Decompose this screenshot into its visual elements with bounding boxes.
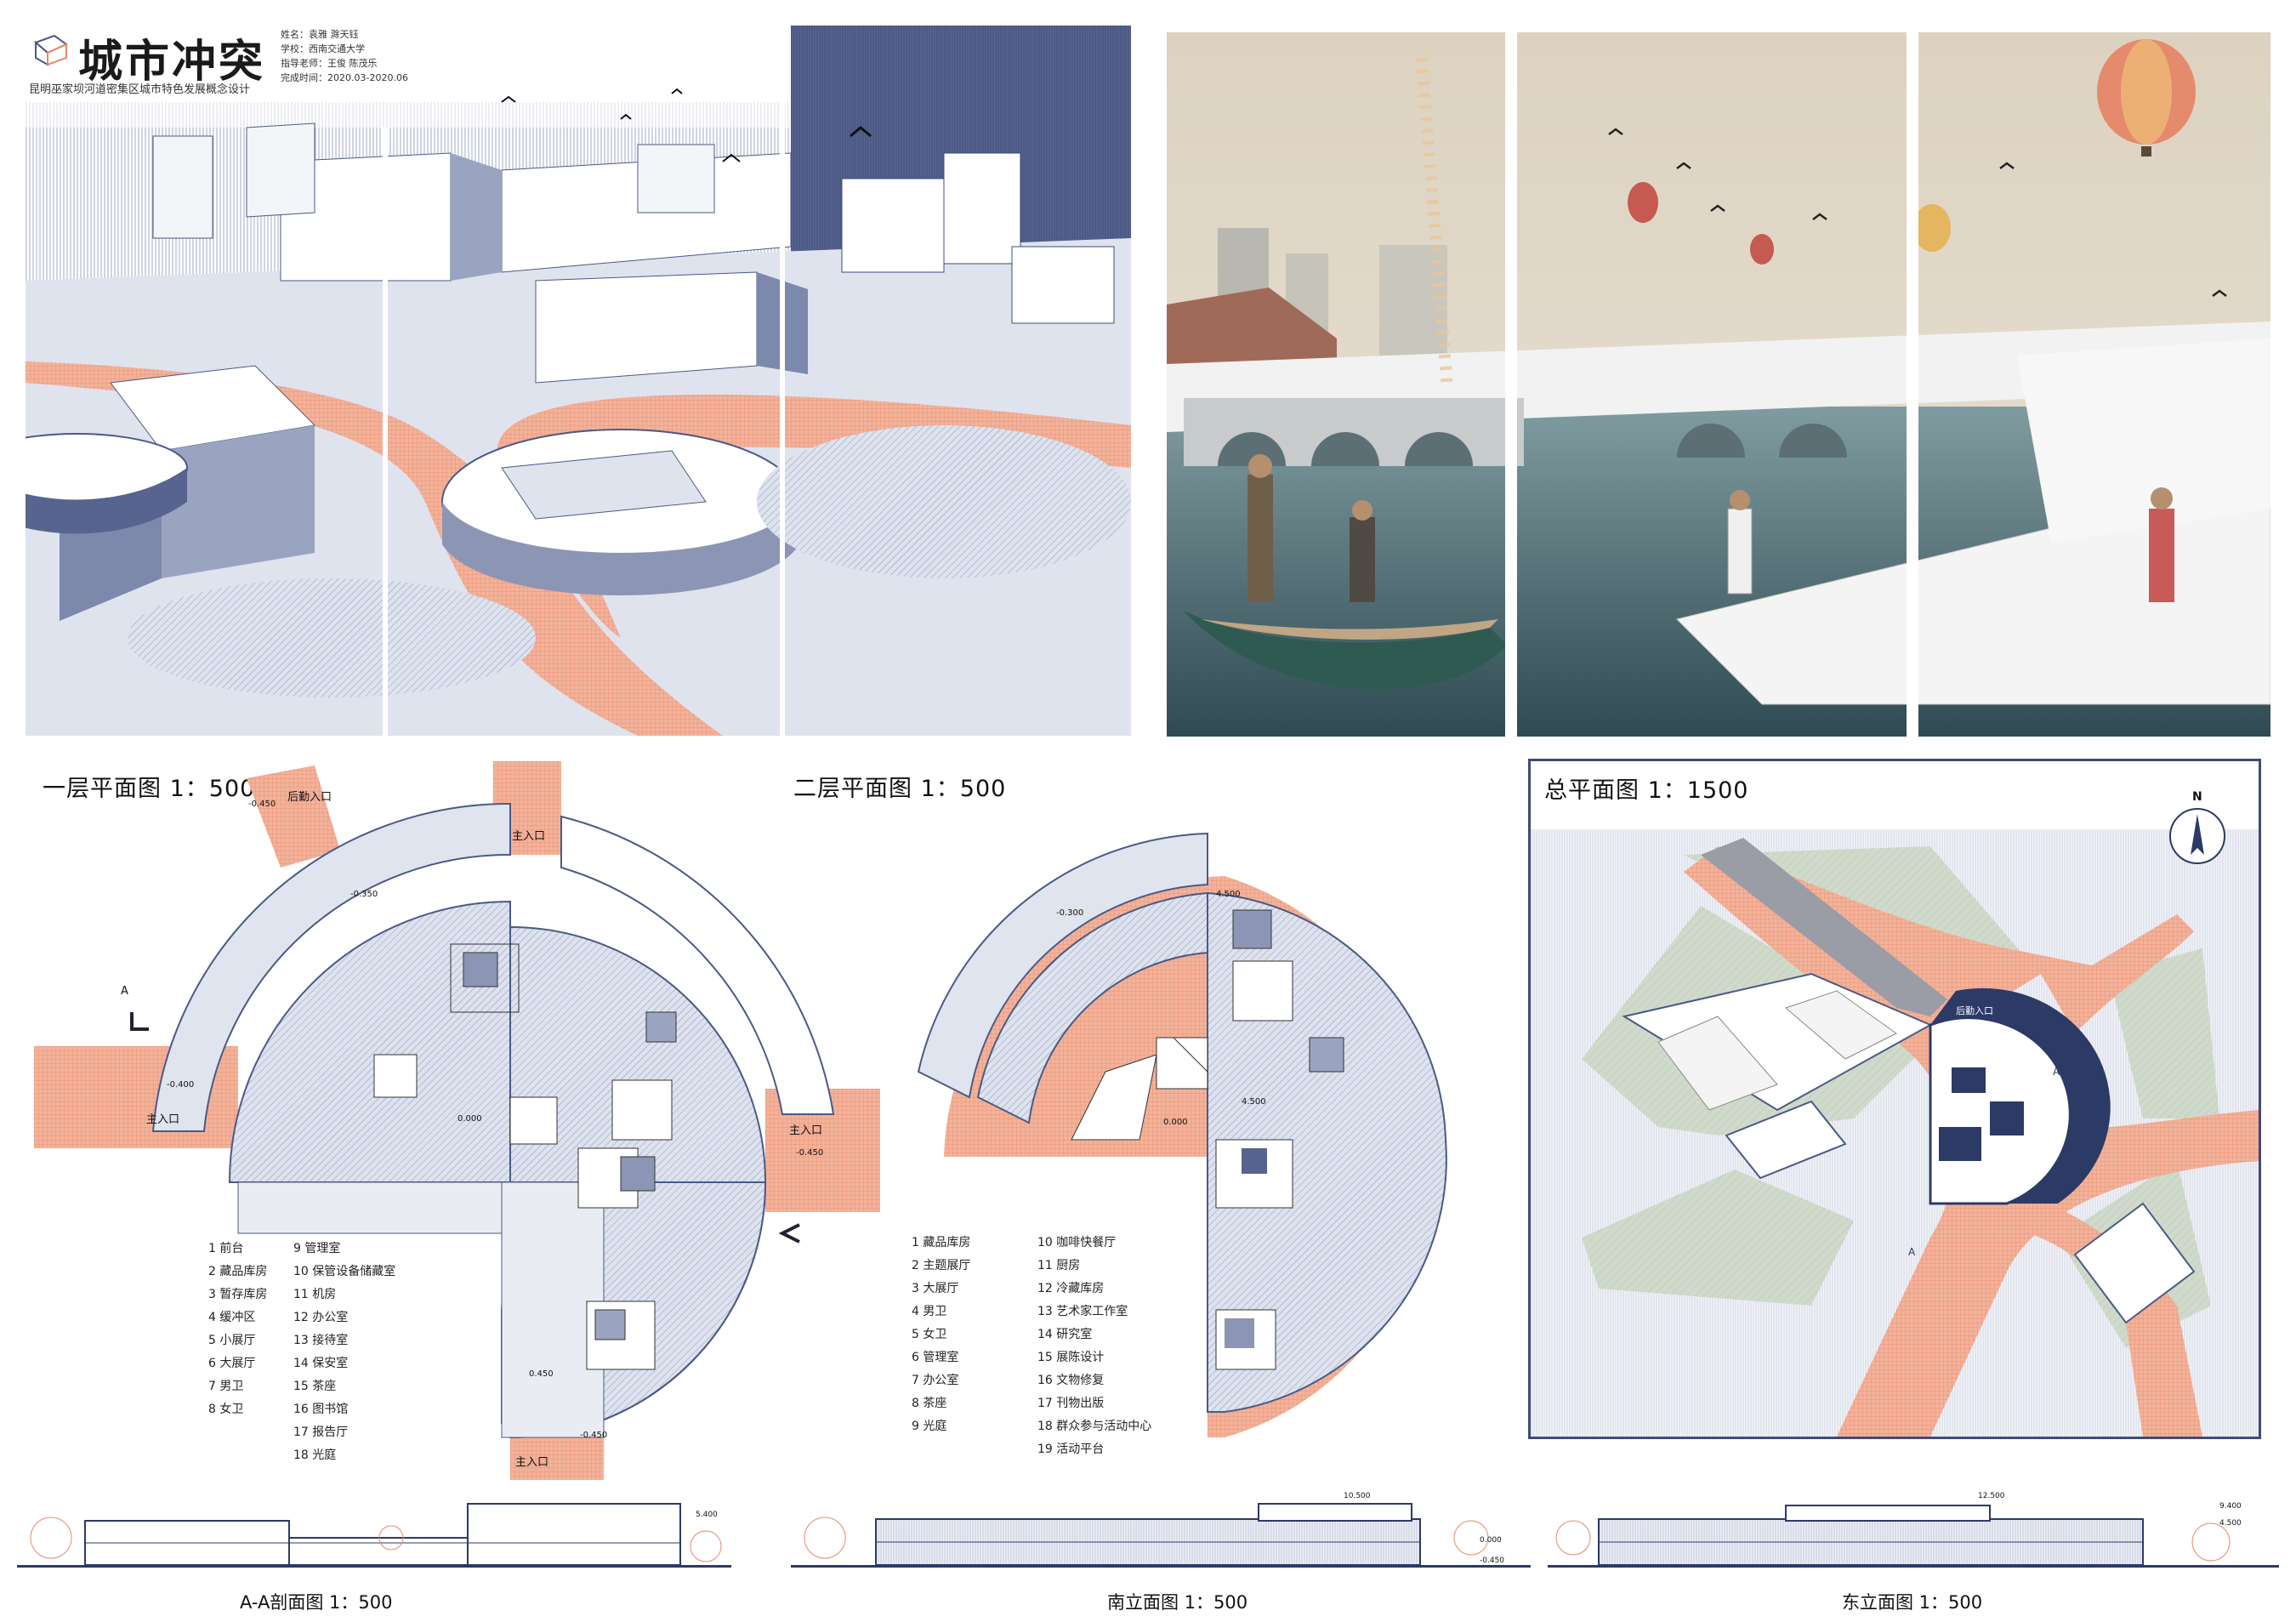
legend-item: 3 暂存库房 <box>208 1288 268 1301</box>
legend-item: 19 活动平台 <box>1037 1443 1105 1456</box>
site-plan-frame: 总平面图 1：1500 N 后勤入口 A A <box>1528 759 2261 1439</box>
meta-label: 指导老师 <box>281 58 318 69</box>
north-label: N <box>2192 790 2202 804</box>
legend-item: 6 管理室 <box>912 1351 959 1364</box>
floor2-level-c: 0.000 <box>1163 1118 1188 1127</box>
legend-item: 9 管理室 <box>293 1242 341 1255</box>
meta-label: 学校 <box>281 43 299 54</box>
logo-cube-icon <box>34 34 68 66</box>
site-mark-a1: A <box>2053 1066 2060 1078</box>
floor2-level-a: 4.500 <box>1216 890 1241 899</box>
meta-value: 西南交通大学 <box>309 43 365 54</box>
legend-item: 2 藏品库房 <box>208 1265 268 1278</box>
floor2-legend-col2: 10 咖啡快餐厅 11 厨房 12 冷藏库房 13 艺术家工作室 14 研究室 … <box>1037 1232 1151 1461</box>
floor1-level-e: -0.450 <box>796 1148 824 1158</box>
floor1-level-c: -0.400 <box>167 1080 195 1090</box>
floor1-back-entrance: 后勤入口 <box>287 791 332 804</box>
legend-item: 12 办公室 <box>293 1311 349 1324</box>
legend-item: 7 男卫 <box>208 1380 244 1393</box>
floor1-main-entrance-left: 主入口 <box>146 1113 180 1126</box>
legend-item: 15 展陈设计 <box>1037 1351 1105 1364</box>
floor2-plan <box>867 817 1480 1471</box>
project-meta: 姓名：袁雅 滁天钰 学校：西南交通大学 指导老师：王俊 陈茂乐 完成时间：202… <box>281 29 408 83</box>
legend-item: 10 保管设备储藏室 <box>293 1265 396 1278</box>
legend-item: 9 光庭 <box>912 1420 947 1433</box>
legend-item: 11 厨房 <box>1037 1259 1081 1272</box>
legend-item: 15 茶座 <box>293 1380 337 1393</box>
page-title: 城市冲突 <box>78 37 266 88</box>
legend-item: 14 研究室 <box>1037 1328 1093 1341</box>
elev-level-l2: 10.500 <box>1344 1492 1371 1500</box>
floor1-level-b: -0.350 <box>350 890 378 899</box>
floor1-title: 一层平面图 1：500 <box>43 776 256 802</box>
legend-item: 1 前台 <box>208 1242 244 1255</box>
legend-item: 4 男卫 <box>912 1305 947 1318</box>
floor1-legend-col2: 9 管理室 10 保管设备储藏室 11 机房 12 办公室 13 接待室 14 … <box>293 1238 395 1467</box>
meta-value: 袁雅 滁天钰 <box>309 29 359 40</box>
site-mark-a2: A <box>1908 1246 1916 1258</box>
east-elevation <box>1548 1495 2279 1572</box>
site-entrance-label: 后勤入口 <box>1952 1003 1997 1018</box>
south-elevation <box>791 1495 1531 1572</box>
floor2-title: 二层平面图 1：500 <box>793 776 1007 802</box>
legend-item: 3 大展厅 <box>912 1282 959 1295</box>
legend-item: 16 图书馆 <box>293 1403 349 1416</box>
floor1-level-d: 0.000 <box>457 1114 482 1124</box>
legend-item: 16 文物修复 <box>1037 1374 1105 1387</box>
south-elevation-title: 南立面图 1：500 <box>1107 1592 1248 1613</box>
floor2-legend-col1: 1 藏品库房 2 主题展厅 3 大展厅 4 男卫 5 女卫 6 管理室 7 办公… <box>912 1232 970 1438</box>
perspective-render <box>1167 32 2270 737</box>
section-aa-title: A-A剖面图 1：500 <box>240 1592 393 1613</box>
east-elevation-title: 东立面图 1：500 <box>1842 1592 1983 1613</box>
legend-item: 11 机房 <box>293 1288 337 1301</box>
legend-item: 13 艺术家工作室 <box>1037 1305 1128 1318</box>
legend-item: 5 小展厅 <box>208 1334 256 1347</box>
legend-item: 5 女卫 <box>912 1328 947 1341</box>
legend-item: 14 保安室 <box>293 1357 349 1370</box>
floor1-legend-col1: 1 前台 2 藏品库房 3 暂存库房 4 缓冲区 5 小展厅 6 大展厅 7 男… <box>208 1238 267 1421</box>
elev-level-l4: 0.000 <box>1480 1536 1502 1545</box>
header: 城市冲突 昆明巫家坝河道密集区城市特色发展概念设计 姓名：袁雅 滁天钰 学校：西… <box>26 24 638 100</box>
legend-item: 17 刊物出版 <box>1037 1397 1105 1410</box>
site-plan-title: 总平面图 1：1500 <box>1544 777 1749 804</box>
legend-item: 17 报告厅 <box>293 1426 349 1439</box>
legend-item: 12 冷藏库房 <box>1037 1282 1105 1295</box>
floor1-plan <box>34 757 884 1480</box>
floor1-level-a: -0.450 <box>248 800 276 809</box>
floor1-main-entrance-bottom: 主入口 <box>515 1456 549 1469</box>
legend-item: 8 女卫 <box>208 1403 244 1416</box>
floor1-section-mark: A <box>121 985 128 998</box>
legend-item: 18 光庭 <box>293 1448 337 1462</box>
elev-level-l6: 4.500 <box>2219 1519 2242 1528</box>
floor1-level-g: -0.450 <box>580 1431 608 1440</box>
elev-level-l3: 12.500 <box>1978 1492 2005 1500</box>
north-arrow-icon <box>2169 808 2225 864</box>
legend-item: 2 主题展厅 <box>912 1259 971 1272</box>
legend-item: 8 茶座 <box>912 1397 947 1410</box>
elev-level-l5: -0.450 <box>1480 1557 1505 1565</box>
floor1-level-f: 0.450 <box>529 1369 554 1379</box>
page-subtitle: 昆明巫家坝河道密集区城市特色发展概念设计 <box>29 83 251 96</box>
legend-item: 1 藏品库房 <box>912 1236 971 1249</box>
meta-label: 姓名 <box>281 29 299 40</box>
meta-value: 王俊 陈茂乐 <box>327 58 378 69</box>
meta-label: 完成时间 <box>281 72 318 83</box>
legend-item: 7 办公室 <box>912 1374 959 1387</box>
legend-item: 18 群众参与活动中心 <box>1037 1420 1152 1433</box>
floor1-main-entrance-right: 主入口 <box>789 1124 823 1137</box>
floor1-main-entrance-top: 主入口 <box>512 830 546 843</box>
legend-item: 4 缓冲区 <box>208 1311 256 1324</box>
floor2-level-b: -0.300 <box>1056 908 1084 918</box>
axonometric-view <box>26 26 1131 736</box>
elev-level-l1: 5.400 <box>696 1511 718 1519</box>
meta-value: 2020.03-2020.06 <box>327 72 408 83</box>
floor2-level-d: 4.500 <box>1242 1097 1266 1107</box>
legend-item: 6 大展厅 <box>208 1357 256 1370</box>
legend-item: 10 咖啡快餐厅 <box>1037 1236 1117 1249</box>
legend-item: 13 接待室 <box>293 1334 349 1347</box>
elev-level-l7: 9.400 <box>2219 1502 2242 1511</box>
section-aa <box>17 1495 731 1572</box>
